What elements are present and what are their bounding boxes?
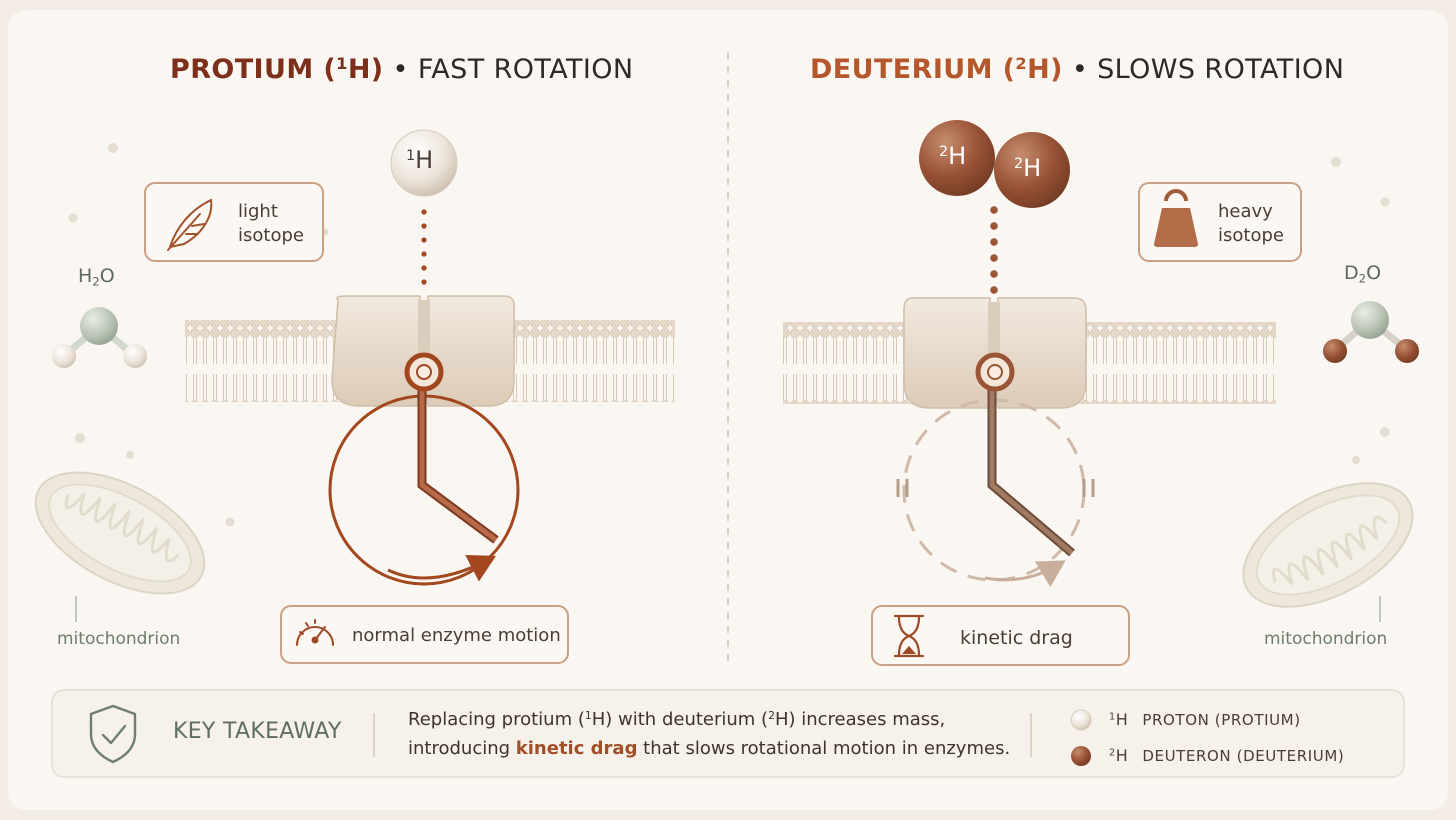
pause-marks (896, 479, 1095, 497)
left-mitochondrion-label: mitochondrion (57, 629, 181, 649)
legend-deuterium-swatch (1071, 746, 1091, 766)
d2o-label: D2O (1344, 262, 1382, 286)
right-deuterium-atom-2 (994, 132, 1070, 208)
right-rotation-arrow (984, 560, 1066, 588)
left-atom-label: 1H (406, 146, 434, 174)
right-deuterium-atom-1 (919, 120, 995, 196)
speedometer-icon (296, 619, 334, 646)
right-atom-label-2: 2H (1014, 154, 1042, 182)
normal-motion-text: normal enzyme motion (352, 625, 561, 646)
hourglass-icon (893, 614, 925, 658)
right-panel-title: DEUTERIUM (2H) • SLOWS ROTATION (810, 54, 1345, 85)
h2o-molecule (52, 307, 147, 368)
takeaway-line-2: introducing kinetic drag that slows rota… (408, 738, 1011, 759)
takeaway-bar (51, 689, 1405, 778)
left-protium-atom (390, 129, 458, 197)
feather-icon (167, 198, 213, 251)
kinetic-drag-text: kinetic drag (960, 627, 1073, 649)
left-panel-title: PROTIUM (1H) • FAST ROTATION (170, 54, 634, 85)
shield-check-icon (89, 704, 137, 764)
right-rotor (896, 352, 1095, 588)
right-atom-tether (990, 206, 998, 294)
legend-protium-swatch (1070, 709, 1092, 731)
h2o-label: H2O (78, 265, 115, 289)
takeaway-line-1: Replacing protium (1H) with deuterium (2… (408, 709, 946, 730)
d2o-molecule (1323, 301, 1419, 363)
left-mitochondrion (34, 471, 206, 595)
kinetic-drag-badge (871, 605, 1130, 666)
takeaway-heading: KEY TAKEAWAY (173, 719, 342, 744)
normal-motion-badge (280, 605, 569, 664)
right-atom-label-1: 2H (939, 142, 967, 170)
right-mitochondrion-label: mitochondrion (1264, 629, 1388, 649)
left-rotation-arrow (387, 554, 496, 582)
right-mitochondrion (1242, 482, 1414, 608)
left-rotor (328, 352, 520, 586)
left-atom-tether (421, 209, 427, 285)
weight-icon (1154, 189, 1198, 247)
